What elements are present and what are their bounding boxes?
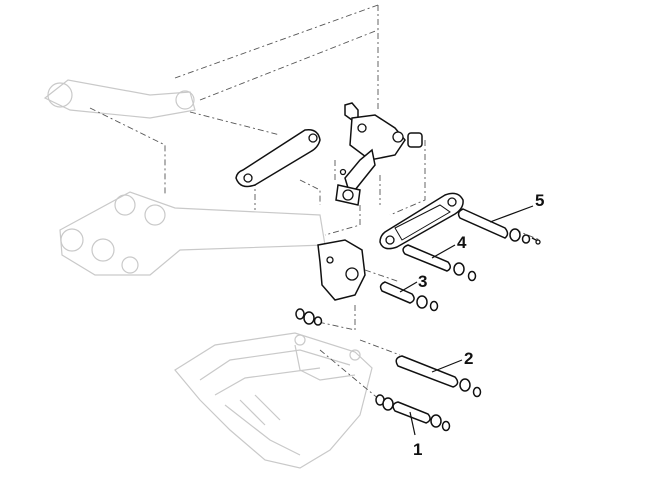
leader-2 xyxy=(431,359,463,373)
left-link-bar xyxy=(235,128,321,188)
pin-1 xyxy=(375,394,451,432)
callout-3: 3 xyxy=(418,272,427,291)
ghost-boom-arm xyxy=(43,79,326,276)
center-linkage xyxy=(335,102,423,206)
pin-2 xyxy=(395,355,482,398)
leader-4 xyxy=(431,244,456,259)
callout-leaders xyxy=(399,205,534,436)
washers-left-upper xyxy=(295,308,323,326)
pin-5 xyxy=(457,208,541,245)
right-link-bar xyxy=(379,192,464,250)
leader-1 xyxy=(409,411,416,436)
pin-4 xyxy=(402,244,477,282)
pin-3 xyxy=(379,281,439,312)
assembly-guide-lines xyxy=(89,4,541,401)
leader-3 xyxy=(399,281,418,293)
callout-2: 2 xyxy=(464,349,473,368)
callout-4: 4 xyxy=(457,233,467,252)
ghost-bucket xyxy=(174,332,373,469)
bucket-hinge-bracket xyxy=(317,239,366,301)
leader-5 xyxy=(489,205,534,223)
callout-5: 5 xyxy=(535,191,544,210)
callout-labels: 5 4 3 2 1 xyxy=(413,191,544,459)
callout-1: 1 xyxy=(413,440,422,459)
